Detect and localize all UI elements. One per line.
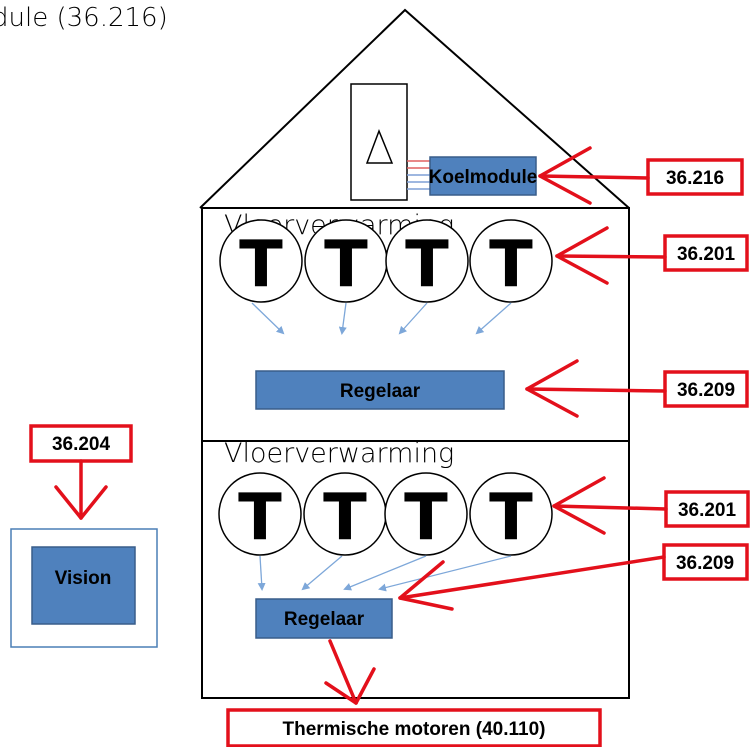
lower-floor-title: Vloerverwarming xyxy=(224,438,454,469)
ref-box-upper-thermostats xyxy=(663,234,749,272)
vision-box xyxy=(31,546,136,625)
cooling-module-box xyxy=(429,156,537,196)
upper-controller-label: Regelaar xyxy=(340,381,421,402)
lower-floor-frame xyxy=(201,440,630,699)
cooling-unit xyxy=(350,83,408,201)
lower-thermostats: T T T T xyxy=(218,472,553,556)
thermostat-label: T xyxy=(489,481,533,555)
thermostat-icon xyxy=(219,219,303,303)
lower-controller-box xyxy=(255,598,393,639)
actuators-label: Thermische motoren (40.110) xyxy=(283,719,546,740)
house-outline xyxy=(199,8,630,699)
thermostat-label: T xyxy=(489,228,533,302)
ref-cooling-label: 36.216 xyxy=(666,168,724,189)
thermostat-icon xyxy=(469,472,553,556)
top-partial-label: dule (36.216) xyxy=(0,3,168,33)
red-pointer-arrows xyxy=(54,146,668,705)
thermostat-icon xyxy=(218,472,302,556)
thermostat-label: T xyxy=(323,481,367,555)
thermostat-icon xyxy=(469,219,553,303)
cooling-module-label: Koelmodule xyxy=(429,167,538,188)
ref-upper-controller-label: 36.209 xyxy=(677,380,735,401)
thermostat-label: T xyxy=(238,481,282,555)
roof xyxy=(199,8,630,209)
ref-upper-thermostats-label: 36.201 xyxy=(677,244,736,265)
ref-lower-thermostats-label: 36.201 xyxy=(678,500,737,521)
lower-connector-arrows xyxy=(257,555,512,592)
ref-box-actuators xyxy=(226,708,602,747)
ref-box-upper-controller xyxy=(663,370,749,408)
ref-box-lower-controller xyxy=(662,543,749,581)
thermostat-label: T xyxy=(404,481,448,555)
thermostat-label: T xyxy=(324,228,368,302)
thermostat-label: T xyxy=(405,228,449,302)
upper-thermostats: T T T T xyxy=(219,219,553,303)
thermostat-icon xyxy=(384,472,468,556)
delta-icon xyxy=(365,128,394,164)
vision-label: Vision xyxy=(55,568,112,589)
cooling-connection-lines xyxy=(407,160,430,190)
upper-controller-box xyxy=(255,370,505,410)
upper-connector-arrows xyxy=(251,302,512,335)
ref-box-lower-thermostats xyxy=(664,490,750,528)
thermostat-icon xyxy=(385,219,469,303)
ref-vision-label: 36.204 xyxy=(52,434,111,455)
lower-controller-label: Regelaar xyxy=(284,609,365,630)
thermostat-label: T xyxy=(239,228,283,302)
ref-lower-controller-label: 36.209 xyxy=(676,553,734,574)
